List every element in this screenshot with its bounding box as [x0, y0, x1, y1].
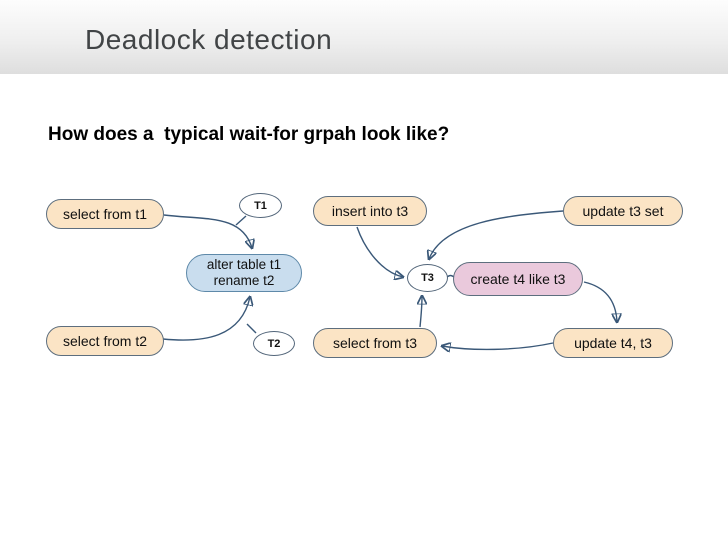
node-select-from-t2: select from t2	[46, 326, 164, 356]
node-label: T2	[267, 337, 281, 350]
node-create-t4-like-t3: create t4 like t3	[453, 262, 583, 296]
node-select-from-t3: select from t3	[313, 328, 437, 358]
node-insert-into-t3: insert into t3	[313, 196, 427, 226]
node-label: update t3 set	[582, 203, 664, 219]
node-label: insert into t3	[331, 203, 409, 219]
edge-select-t1-to-alter-table	[163, 214, 252, 248]
node-t2: T2	[253, 331, 295, 356]
edge-select-t3-to-t3	[420, 296, 422, 328]
node-update-t3-set: update t3 set	[563, 196, 683, 226]
edge-t2-connector	[246, 323, 257, 334]
edge-t1-connector	[235, 215, 247, 226]
node-label-line1: alter table t1	[206, 256, 282, 272]
slide-title: Deadlock detection	[85, 24, 333, 55]
node-select-from-t1: select from t1	[46, 199, 164, 229]
node-label: update t4, t3	[574, 335, 652, 351]
node-label: select from t3	[332, 335, 418, 351]
edge-update-t3-set-to-t3	[429, 210, 564, 259]
edge-select-t2-to-alter-table	[162, 297, 250, 341]
node-label: T1	[254, 199, 267, 212]
edge-insert-t3-to-t3	[356, 226, 403, 277]
node-label: create t4 like t3	[470, 271, 566, 287]
question-text: How does a typical wait-for grpah look l…	[48, 124, 450, 145]
node-t3: T3	[407, 264, 448, 292]
node-update-t4-t3: update t4, t3	[553, 328, 673, 358]
edge-update-t4-t3-to-select-t3	[442, 343, 554, 349]
edge-create-t4-to-update-t4-t3	[583, 281, 617, 322]
slide-header: Deadlock detection	[0, 0, 728, 74]
node-alter-table-t1-rename-t2: alter table t1 rename t2	[186, 254, 302, 292]
node-label: select from t2	[62, 333, 148, 349]
node-label: select from t1	[62, 206, 148, 222]
node-t1: T1	[239, 193, 282, 218]
node-label: T3	[421, 272, 434, 284]
node-label-line2: rename t2	[213, 273, 275, 288]
